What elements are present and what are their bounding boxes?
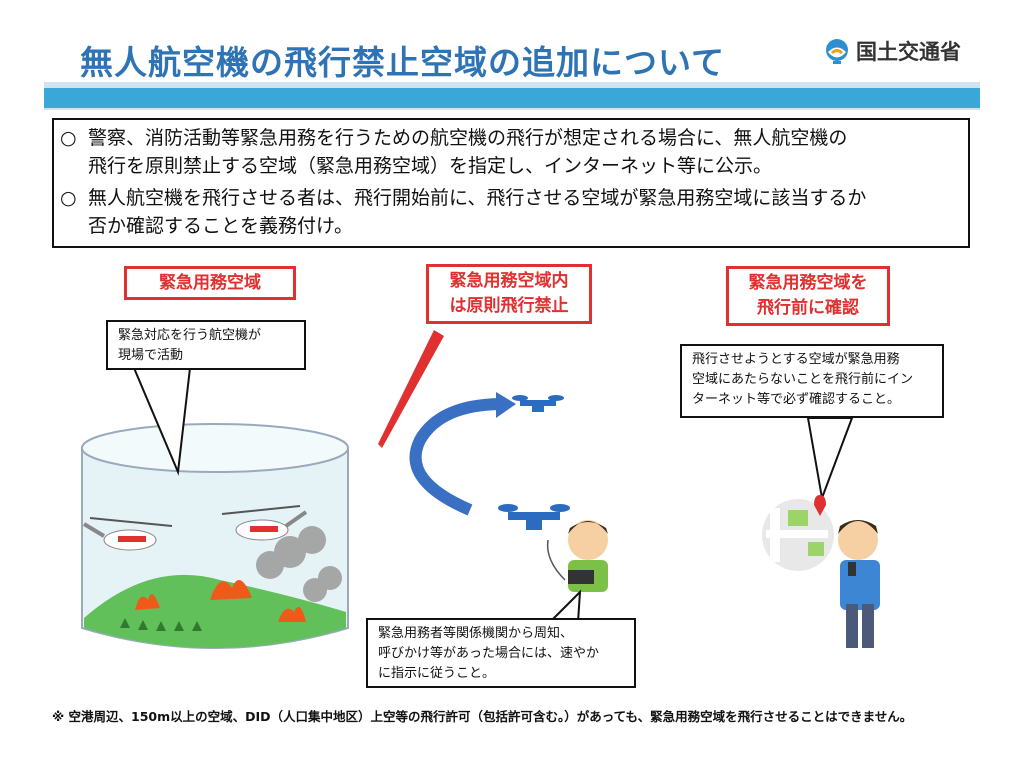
- airspace-cylinder-illustration: [81, 423, 349, 649]
- drone-icon: [498, 395, 570, 530]
- header-divider-top: [44, 82, 980, 88]
- logo-text: 国土交通省: [856, 40, 961, 64]
- header-divider-band: [44, 88, 980, 108]
- bullet-circle: ○: [60, 127, 77, 149]
- summary-text-line: 飛行を原則禁止する空域（緊急用務空域）を指定し、インターネット等に公示。: [88, 155, 773, 177]
- drone-operator-illustration: [546, 520, 608, 592]
- smoke-icon: [256, 526, 342, 602]
- callout-confirm-airspace: 飛行させようとする空域が緊急用務 空域にあたらないことを飛行前にイン ターネット…: [680, 344, 944, 418]
- summary-text-line: 否か確認することを義務付け。: [88, 215, 354, 237]
- summary-bullet: ○ 無人航空機を飛行させる者は、飛行開始前に、飛行させる空域が緊急用務空域に該当…: [60, 184, 958, 240]
- label-check-before-flight: 緊急用務空域を 飛行前に確認: [726, 266, 890, 326]
- ministry-logo: 国土交通省: [824, 36, 961, 66]
- footnote: ※ 空港周辺、150m以上の空域、DID（人口集中地区）上空等の飛行許可（包括許…: [52, 709, 913, 724]
- summary-text-line: 警察、消防活動等緊急用務を行うための航空機の飛行が想定される場合に、無人航空機の: [88, 127, 848, 149]
- curved-arrow-icon: [409, 398, 501, 516]
- summary-text-line: 無人航空機を飛行させる者は、飛行開始前に、飛行させる空域が緊急用務空域に該当する…: [88, 187, 867, 209]
- tree-row: [120, 618, 202, 631]
- red-pointer-arrow: [378, 330, 444, 448]
- callout-follow-instructions: 緊急用務者等関係機関から周知、 呼びかけ等があった場合には、速やか に指示に従う…: [366, 618, 636, 688]
- person-checking-phone-illustration: [838, 520, 880, 648]
- callout-aircraft-activity: 緊急対応を行う航空機が 現場で活動: [106, 320, 306, 370]
- summary-bullet: ○ 警察、消防活動等緊急用務を行うための航空機の飛行が想定される場合に、無人航空…: [60, 124, 958, 180]
- bullet-circle: ○: [60, 187, 77, 209]
- helicopter-icon: [82, 505, 308, 551]
- page-title: 無人航空機の飛行禁止空域の追加について: [80, 43, 726, 82]
- fire-icon: [135, 580, 306, 622]
- summary-box: ○ 警察、消防活動等緊急用務を行うための航空機の飛行が想定される場合に、無人航空…: [52, 118, 970, 248]
- map-icon: [762, 495, 834, 571]
- label-flight-prohibited: 緊急用務空域内 は原則飛行禁止: [426, 264, 592, 324]
- header-divider-bottom: [44, 108, 980, 110]
- label-emergency-airspace: 緊急用務空域: [124, 266, 296, 300]
- mlit-logo-icon: [826, 39, 848, 64]
- callout-tail: [806, 417, 854, 502]
